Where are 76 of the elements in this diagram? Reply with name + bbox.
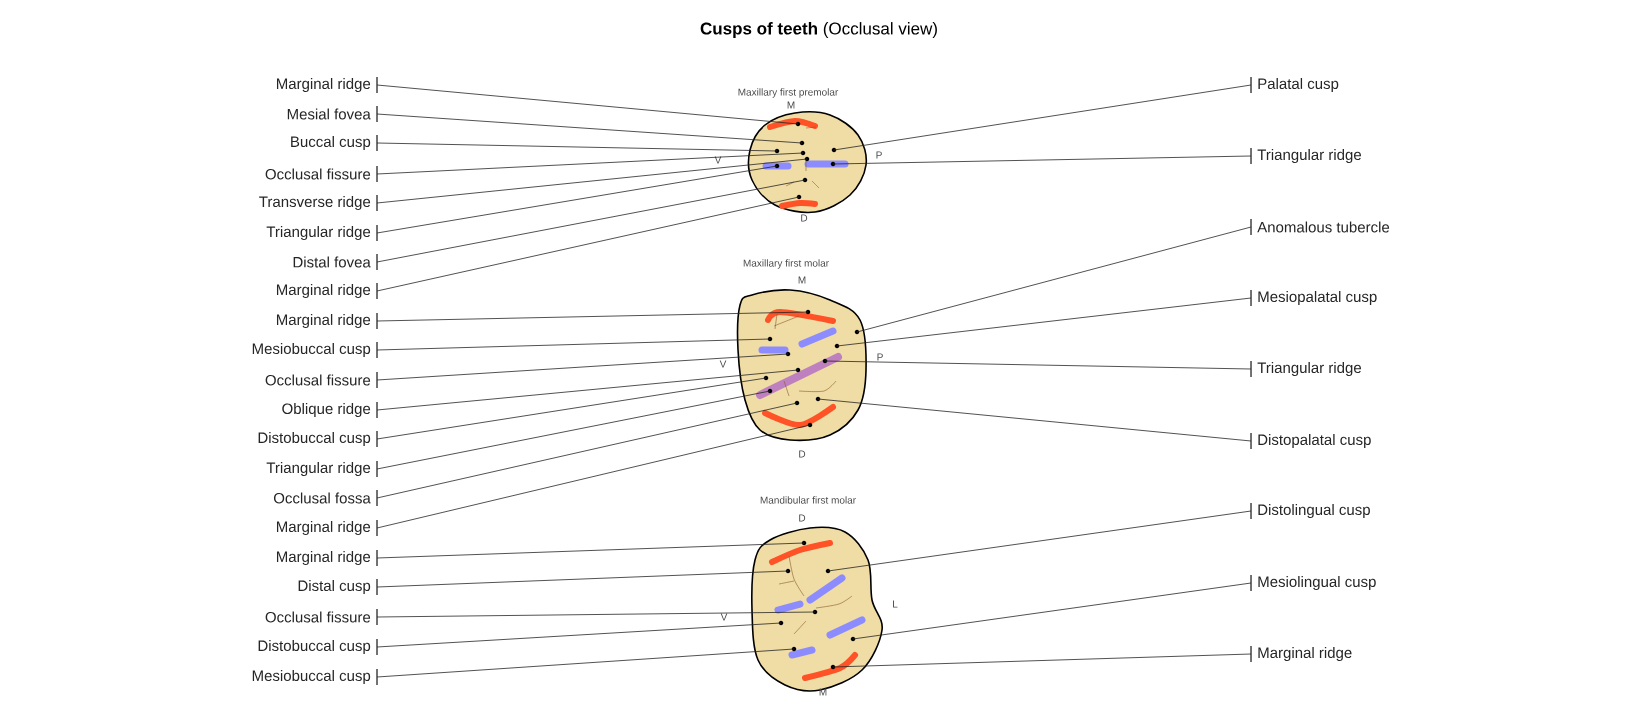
leader-label: Palatal cusp <box>1250 76 1339 94</box>
leader-line <box>856 226 1252 333</box>
leader-label: Distal cusp <box>298 578 378 596</box>
leader-line <box>376 542 805 559</box>
leader-label: Distobuccal cusp <box>258 430 378 448</box>
leader-line <box>376 353 789 381</box>
direction-letter: V <box>720 613 728 621</box>
leader-line <box>376 179 806 263</box>
leader-line <box>376 648 795 678</box>
direction-letter: D <box>801 214 808 222</box>
leader-label: Mesiolingual cusp <box>1250 574 1376 592</box>
tooth-caption: Maxillary first premolar <box>738 88 839 98</box>
leader-line <box>376 377 767 440</box>
leader-label: Distolingual cusp <box>1250 502 1370 520</box>
tooth-caption: Maxillary first molar <box>743 259 829 269</box>
leader-line <box>827 510 1252 572</box>
leader-line <box>376 113 803 144</box>
leader-label: Oblique ridge <box>282 401 378 419</box>
leader-label: Occlusal fissure <box>265 608 378 626</box>
direction-letter: P <box>876 151 882 159</box>
direction-letter: M <box>798 276 806 284</box>
leader-line <box>376 142 778 152</box>
direction-letter: D <box>799 450 806 458</box>
direction-letter: M <box>787 101 795 109</box>
leader-label: Triangular ridge <box>266 460 378 478</box>
leader-line <box>376 165 778 234</box>
leader-line <box>832 653 1252 668</box>
leader-label: Distopalatal cusp <box>1250 432 1371 450</box>
leader-line <box>376 402 798 499</box>
direction-letter: L <box>893 600 898 608</box>
leader-line <box>376 84 799 125</box>
leader-label: Mesiopalatal cusp <box>1250 289 1377 307</box>
leader-label: Distobuccal cusp <box>258 638 378 656</box>
leader-label: Marginal ridge <box>277 76 378 94</box>
leader-line <box>817 398 1252 442</box>
direction-letter: P <box>877 353 883 361</box>
leader-label: Occlusal fossa <box>273 489 378 507</box>
leader-line <box>852 582 1252 640</box>
leader-label: Triangular ridge <box>266 224 378 242</box>
leader-line <box>836 297 1252 347</box>
leader-label: Marginal ridge <box>277 519 378 537</box>
leader-label: Mesial fovea <box>287 105 378 123</box>
leader-line <box>376 611 816 618</box>
leader-label: Marginal ridge <box>1250 645 1352 663</box>
leader-label: Mesiobuccal cusp <box>252 341 378 359</box>
leader-label: Distal fovea <box>293 253 378 271</box>
leader-label: Marginal ridge <box>277 312 378 330</box>
leader-label: Transverse ridge <box>259 194 378 212</box>
leader-line <box>376 158 808 204</box>
leader-line <box>376 390 771 470</box>
leader-line <box>376 622 782 648</box>
leader-line <box>376 196 800 292</box>
leader-label: Anomalous tubercle <box>1250 218 1390 236</box>
leader-line <box>376 424 811 529</box>
leader-label: Triangular ridge <box>1250 360 1361 378</box>
leader-label: Marginal ridge <box>277 282 378 300</box>
direction-letter: V <box>714 156 722 164</box>
leader-line <box>376 152 804 175</box>
leader-label: Occlusal fissure <box>265 165 378 183</box>
leader-line <box>376 311 809 322</box>
direction-letter: M <box>819 688 827 696</box>
leader-label: Marginal ridge <box>277 549 378 567</box>
leader-line <box>376 570 789 588</box>
leader-line <box>832 155 1252 165</box>
leader-line <box>824 360 1252 370</box>
direction-letter: V <box>719 360 727 368</box>
leader-line <box>833 84 1252 151</box>
title: Cusps of teeth (Occlusal view) <box>700 22 937 38</box>
leader-line <box>376 338 771 351</box>
tooth-caption: Mandibular first molar <box>760 496 856 504</box>
direction-letter: D <box>799 514 806 522</box>
leader-label: Occlusal fissure <box>265 371 378 389</box>
leader-label: Mesiobuccal cusp <box>252 668 378 686</box>
leader-label: Buccal cusp <box>291 134 378 152</box>
leader-line <box>376 369 799 411</box>
leader-label: Triangular ridge <box>1250 147 1361 165</box>
